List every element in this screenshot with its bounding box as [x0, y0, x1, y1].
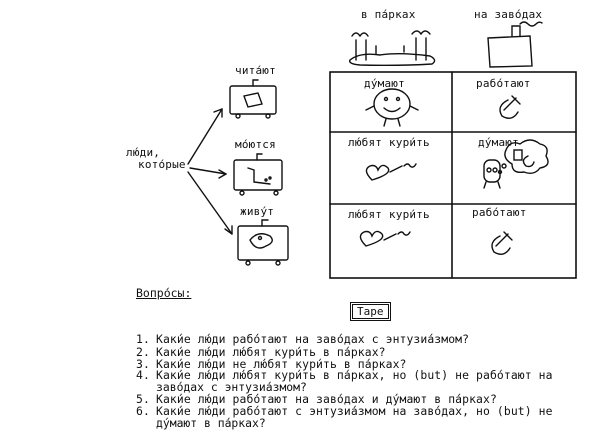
label-wash: мо́ются [235, 138, 276, 151]
label-live: живу́т [240, 205, 275, 218]
hammer-sickle-icon [499, 95, 521, 119]
painting-tv-icon [237, 219, 289, 266]
question-1: 1.Каки́е лю́ди рабо́тают на заво́дах с э… [136, 332, 470, 346]
question-5: 5.Каки́е лю́ди рабо́тают на заво́дах и д… [136, 392, 497, 406]
factory-icon [487, 21, 543, 68]
bath-tv-icon [233, 153, 283, 196]
question-2: 2.Каки́е лю́ди лю́бят кури́ть в па́рках? [136, 345, 386, 359]
grid-table [329, 71, 577, 279]
question-6-cont: ду́мают в па́рках? [156, 416, 266, 430]
question-3: 3.Каки́е лю́ди не лю́бят кури́ть в па́рк… [136, 357, 407, 371]
label-which: кото́рые [138, 158, 186, 171]
park-icon [349, 30, 436, 67]
cell-r1c2: рабо́тают [476, 77, 531, 90]
cell-r2c2: ду́мают [478, 136, 519, 149]
cell-r3c2: рабо́тают [472, 206, 527, 219]
label-read: чита́ют [235, 64, 276, 77]
cell-r2c1: лю́бят кури́ть [348, 136, 430, 149]
label-in-parks: в па́рках [361, 8, 416, 21]
tape-badge: Tape [350, 302, 391, 321]
label-people: лю́ди, [126, 146, 161, 159]
questions-title: Вопро́сы: [136, 286, 192, 300]
hammer-sickle-icon-2 [491, 231, 513, 255]
heart-cigarette-icon [365, 163, 417, 181]
question-6: 6.Каки́е лю́ди рабо́тают с энтузиа́змом … [136, 404, 553, 418]
question-4-cont: заво́дах с энтузиа́змом? [156, 380, 307, 394]
label-at-factories: на заво́дах [474, 8, 543, 21]
thinking-robot-icon [483, 139, 549, 189]
cell-r3c1: лю́бят кури́ть [348, 208, 430, 221]
cell-r1c1: ду́мают [364, 77, 405, 90]
smiling-face-icon [365, 88, 419, 127]
heart-cigarette-icon-2 [359, 230, 411, 247]
question-4: 4.Каки́е лю́ди лю́бят кури́ть в па́рках,… [136, 368, 553, 382]
book-tv-icon [229, 79, 277, 119]
